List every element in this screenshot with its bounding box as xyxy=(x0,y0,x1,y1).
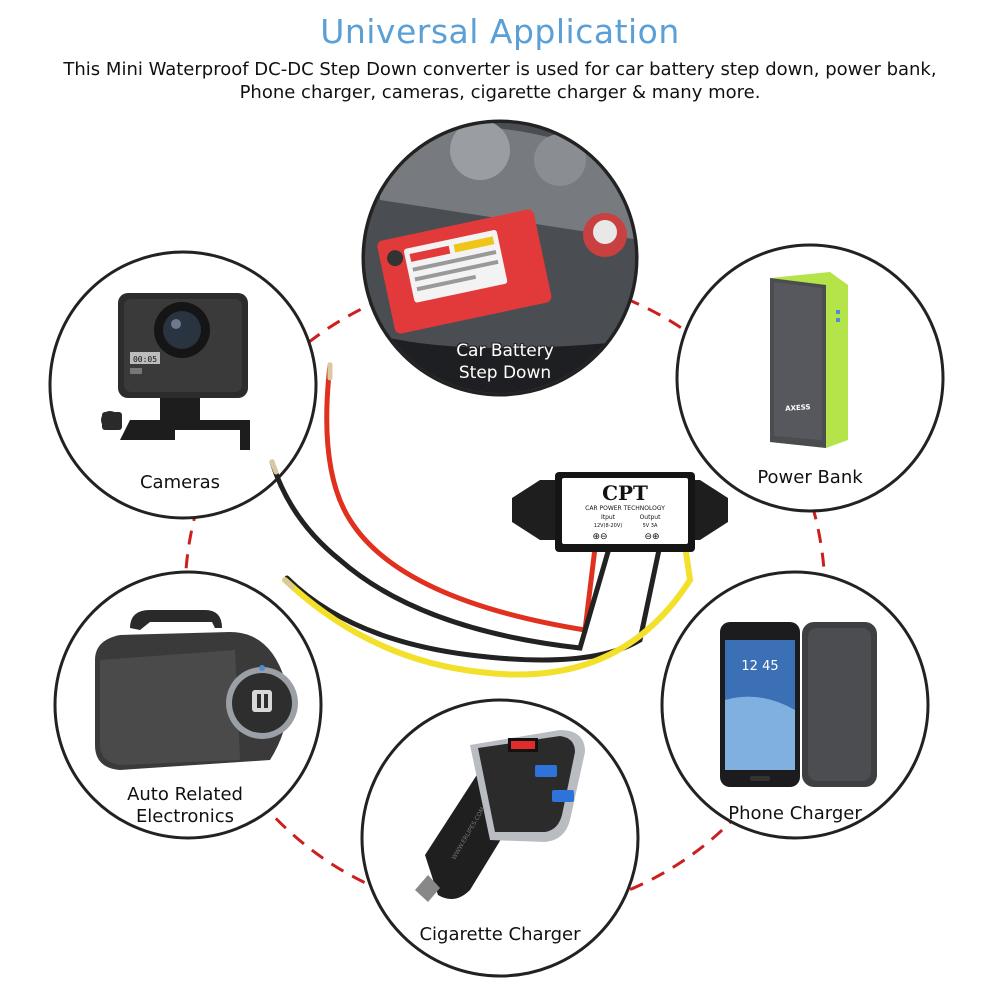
polarity-symbols-in: ⊕⊖ xyxy=(592,532,607,542)
cameras-circle: 00:05 xyxy=(48,250,318,520)
phone-charger-circle: 12 45 xyxy=(660,570,930,840)
car-battery-circle xyxy=(361,119,639,397)
converter-input-label: Itput xyxy=(601,514,616,521)
portable-speaker-image xyxy=(95,610,298,770)
phone-clock: 12 45 xyxy=(741,659,778,674)
auto-electronics-label: Auto Related Electronics xyxy=(127,784,243,827)
car-battery-image xyxy=(365,123,635,393)
action-camera-image: 00:05 xyxy=(101,293,250,450)
page-title: Universal Application xyxy=(320,12,680,51)
converter-output-label: Output xyxy=(640,514,661,521)
smartphone-image: 12 45 xyxy=(720,622,877,787)
power-bank-brand: AXESS xyxy=(785,403,811,413)
page-subtitle: This Mini Waterproof DC-DC Step Down con… xyxy=(63,59,937,103)
converter-wires xyxy=(269,362,694,678)
polarity-symbols-out: ⊖⊕ xyxy=(644,532,659,542)
converter-output-spec: 5V 3A xyxy=(643,523,658,529)
auto-electronics-circle xyxy=(53,570,323,840)
cameras-label: Cameras xyxy=(139,472,220,493)
cigarette-charger-circle: WWW.ERLIPES.COM xyxy=(360,698,640,978)
power-bank-circle: AXESS xyxy=(675,243,945,513)
car-battery-label: Car Battery Step Down xyxy=(456,341,554,383)
converter-input-spec: 12V(8-20V) xyxy=(594,523,623,529)
power-bank-image: AXESS xyxy=(770,272,848,448)
power-bank-label: Power Bank xyxy=(757,467,863,488)
camera-display-text: 00:05 xyxy=(133,355,157,364)
dc-dc-converter: CPT CAR POWER TECHNOLOGY Itput Output 12… xyxy=(512,472,728,552)
car-usb-charger-image: WWW.ERLIPES.COM xyxy=(415,730,585,902)
cigarette-charger-label: Cigarette Charger xyxy=(419,924,581,945)
phone-charger-label: Phone Charger xyxy=(728,803,862,824)
converter-brand: CPT xyxy=(602,481,648,505)
converter-tagline: CAR POWER TECHNOLOGY xyxy=(585,505,665,512)
